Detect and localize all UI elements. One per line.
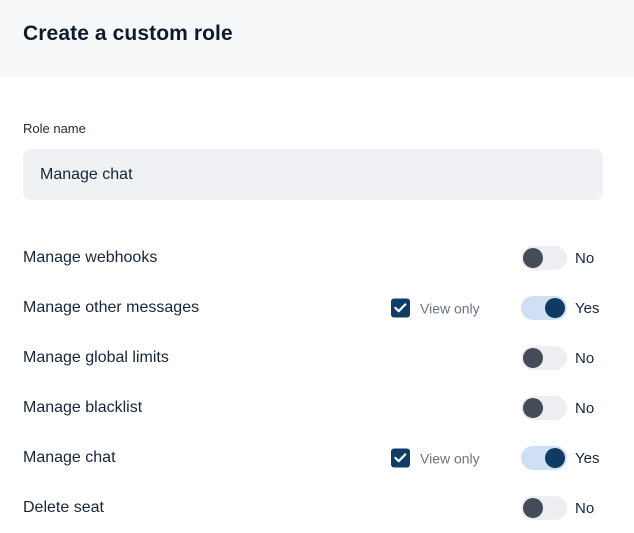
view-only-group[interactable]: View only	[391, 448, 480, 468]
permission-toggle-group[interactable]: Yes	[521, 446, 599, 470]
role-name-input[interactable]	[23, 149, 603, 200]
permission-label: Delete seat	[23, 499, 104, 516]
toggle-knob	[545, 298, 565, 318]
toggle-knob	[545, 448, 565, 468]
permission-label: Manage global limits	[23, 349, 169, 366]
role-name-label: Role name	[23, 121, 86, 136]
toggle-knob	[523, 348, 543, 368]
toggle-state-label: Yes	[575, 299, 600, 317]
permission-toggle-group[interactable]: No	[521, 246, 594, 270]
toggle-state-label: No	[575, 499, 595, 517]
page-header: Create a custom role	[0, 0, 634, 77]
toggle-state-label: Yes	[575, 449, 600, 467]
permission-label: Manage chat	[23, 449, 116, 466]
permission-toggle[interactable]	[521, 296, 567, 320]
check-icon	[394, 303, 407, 313]
view-only-label: View only	[420, 450, 480, 466]
permission-row: Manage blacklist No	[0, 383, 634, 433]
permission-row: Manage other messages View only Yes	[0, 283, 634, 333]
permission-toggle[interactable]	[521, 446, 567, 470]
permission-toggle[interactable]	[521, 346, 567, 370]
toggle-state-label: No	[575, 399, 595, 417]
toggle-state-label: No	[575, 349, 595, 367]
permission-toggle[interactable]	[521, 396, 567, 420]
permission-row: Delete seat No	[0, 483, 634, 533]
permission-label: Manage webhooks	[23, 249, 158, 266]
permission-label: Manage blacklist	[23, 399, 143, 416]
permission-toggle-group[interactable]: Yes	[521, 296, 599, 320]
permission-toggle-group[interactable]: No	[521, 496, 594, 520]
permission-row: Manage global limits No	[0, 333, 634, 383]
view-only-label: View only	[420, 300, 480, 316]
view-only-checkbox[interactable]	[391, 298, 410, 318]
permission-toggle[interactable]	[521, 496, 567, 520]
page-title: Create a custom role	[23, 22, 233, 45]
toggle-state-label: No	[575, 249, 595, 267]
permission-row: Manage chat View only Yes	[0, 433, 634, 483]
check-icon	[394, 453, 407, 463]
toggle-knob	[523, 248, 543, 268]
toggle-knob	[523, 498, 543, 518]
toggle-knob	[523, 398, 543, 418]
view-only-checkbox[interactable]	[391, 448, 410, 468]
permission-label: Manage other messages	[23, 299, 200, 316]
permission-row: Manage webhooks No	[0, 233, 634, 283]
permission-toggle[interactable]	[521, 246, 567, 270]
view-only-group[interactable]: View only	[391, 298, 480, 318]
permission-toggle-group[interactable]: No	[521, 346, 594, 370]
permission-toggle-group[interactable]: No	[521, 396, 594, 420]
role-name-field-group: Role name	[23, 121, 603, 200]
